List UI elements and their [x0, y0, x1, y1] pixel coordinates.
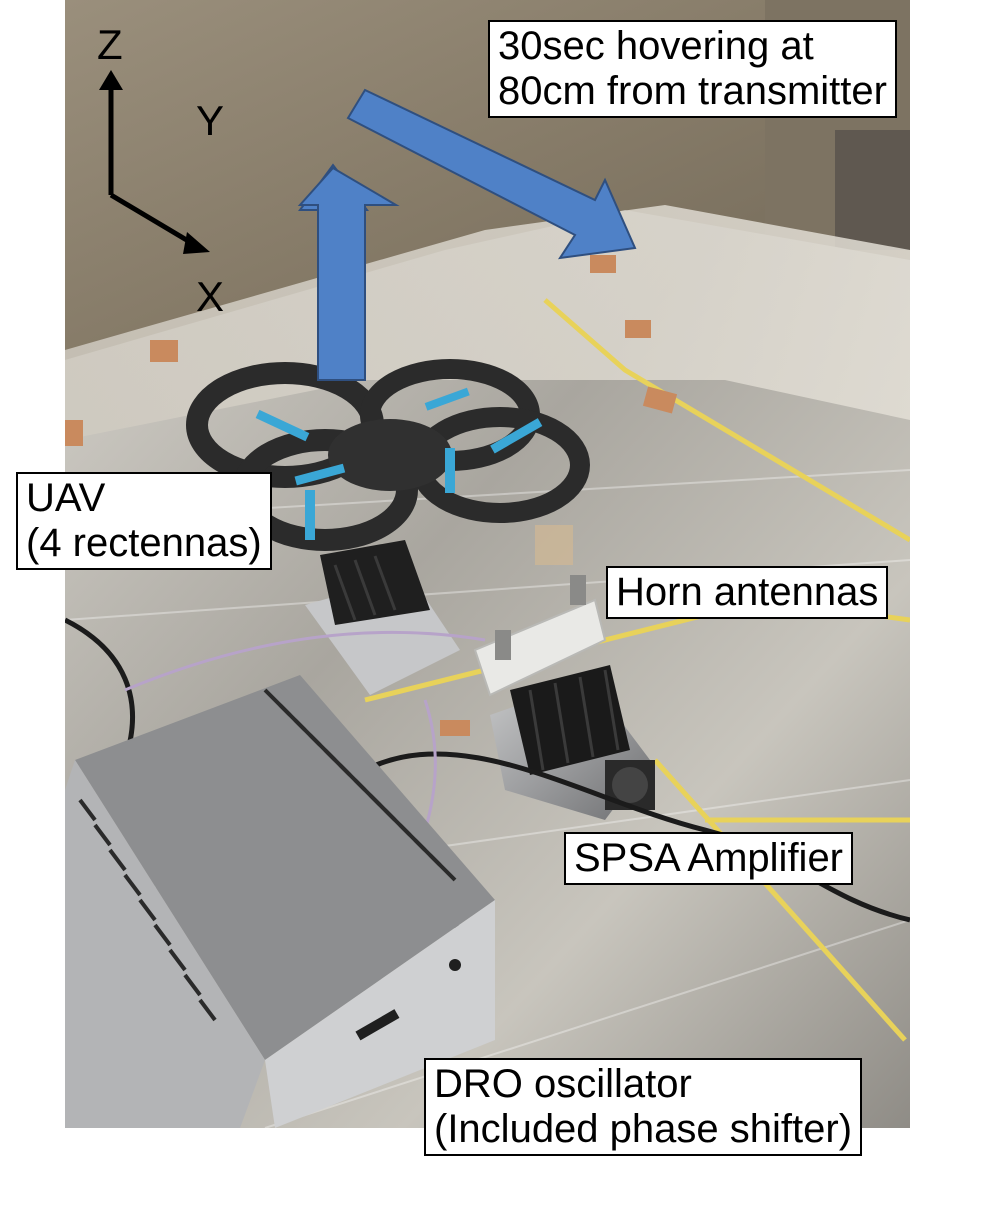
spsa-amplifier-photo	[490, 665, 655, 820]
hover-annotation-line2: 80cm from transmitter	[498, 68, 887, 113]
up-arrow-body	[297, 166, 400, 381]
motion-arrows	[297, 88, 637, 381]
amplifier-left	[305, 540, 460, 695]
axis-y-label: Y	[196, 97, 225, 144]
spsa-amplifier-annotation-line1: SPSA Amplifier	[574, 836, 844, 880]
dro-oscillator-photo	[65, 675, 495, 1128]
horn-antennas-annotation-line1: Horn antennas	[616, 570, 879, 614]
hover-annotation-line1: 30sec hovering at	[498, 24, 814, 68]
uav-annotation: UAV (4 rectennas)	[16, 472, 272, 570]
equipment-right	[835, 130, 910, 250]
horn-antennas-annotation: Horn antennas	[606, 566, 889, 619]
axis-x-label: X	[196, 273, 225, 320]
spsa-amplifier-annotation: SPSA Amplifier	[564, 832, 854, 885]
dro-oscillator-annotation-line2: (Included phase shifter)	[434, 1106, 853, 1151]
dro-oscillator-annotation-line1: DRO oscillator	[434, 1062, 692, 1106]
axis-z-label: Z	[97, 21, 123, 68]
uav-annotation-line2: (4 rectennas)	[26, 520, 262, 565]
hover-annotation: 30sec hovering at 80cm from transmitter	[488, 20, 897, 118]
horn-antennas	[473, 525, 607, 697]
uav-annotation-line1: UAV	[26, 476, 106, 520]
dro-oscillator-annotation: DRO oscillator (Included phase shifter)	[424, 1058, 863, 1156]
axis-indicator	[99, 70, 210, 254]
diagonal-arrow	[346, 88, 637, 260]
